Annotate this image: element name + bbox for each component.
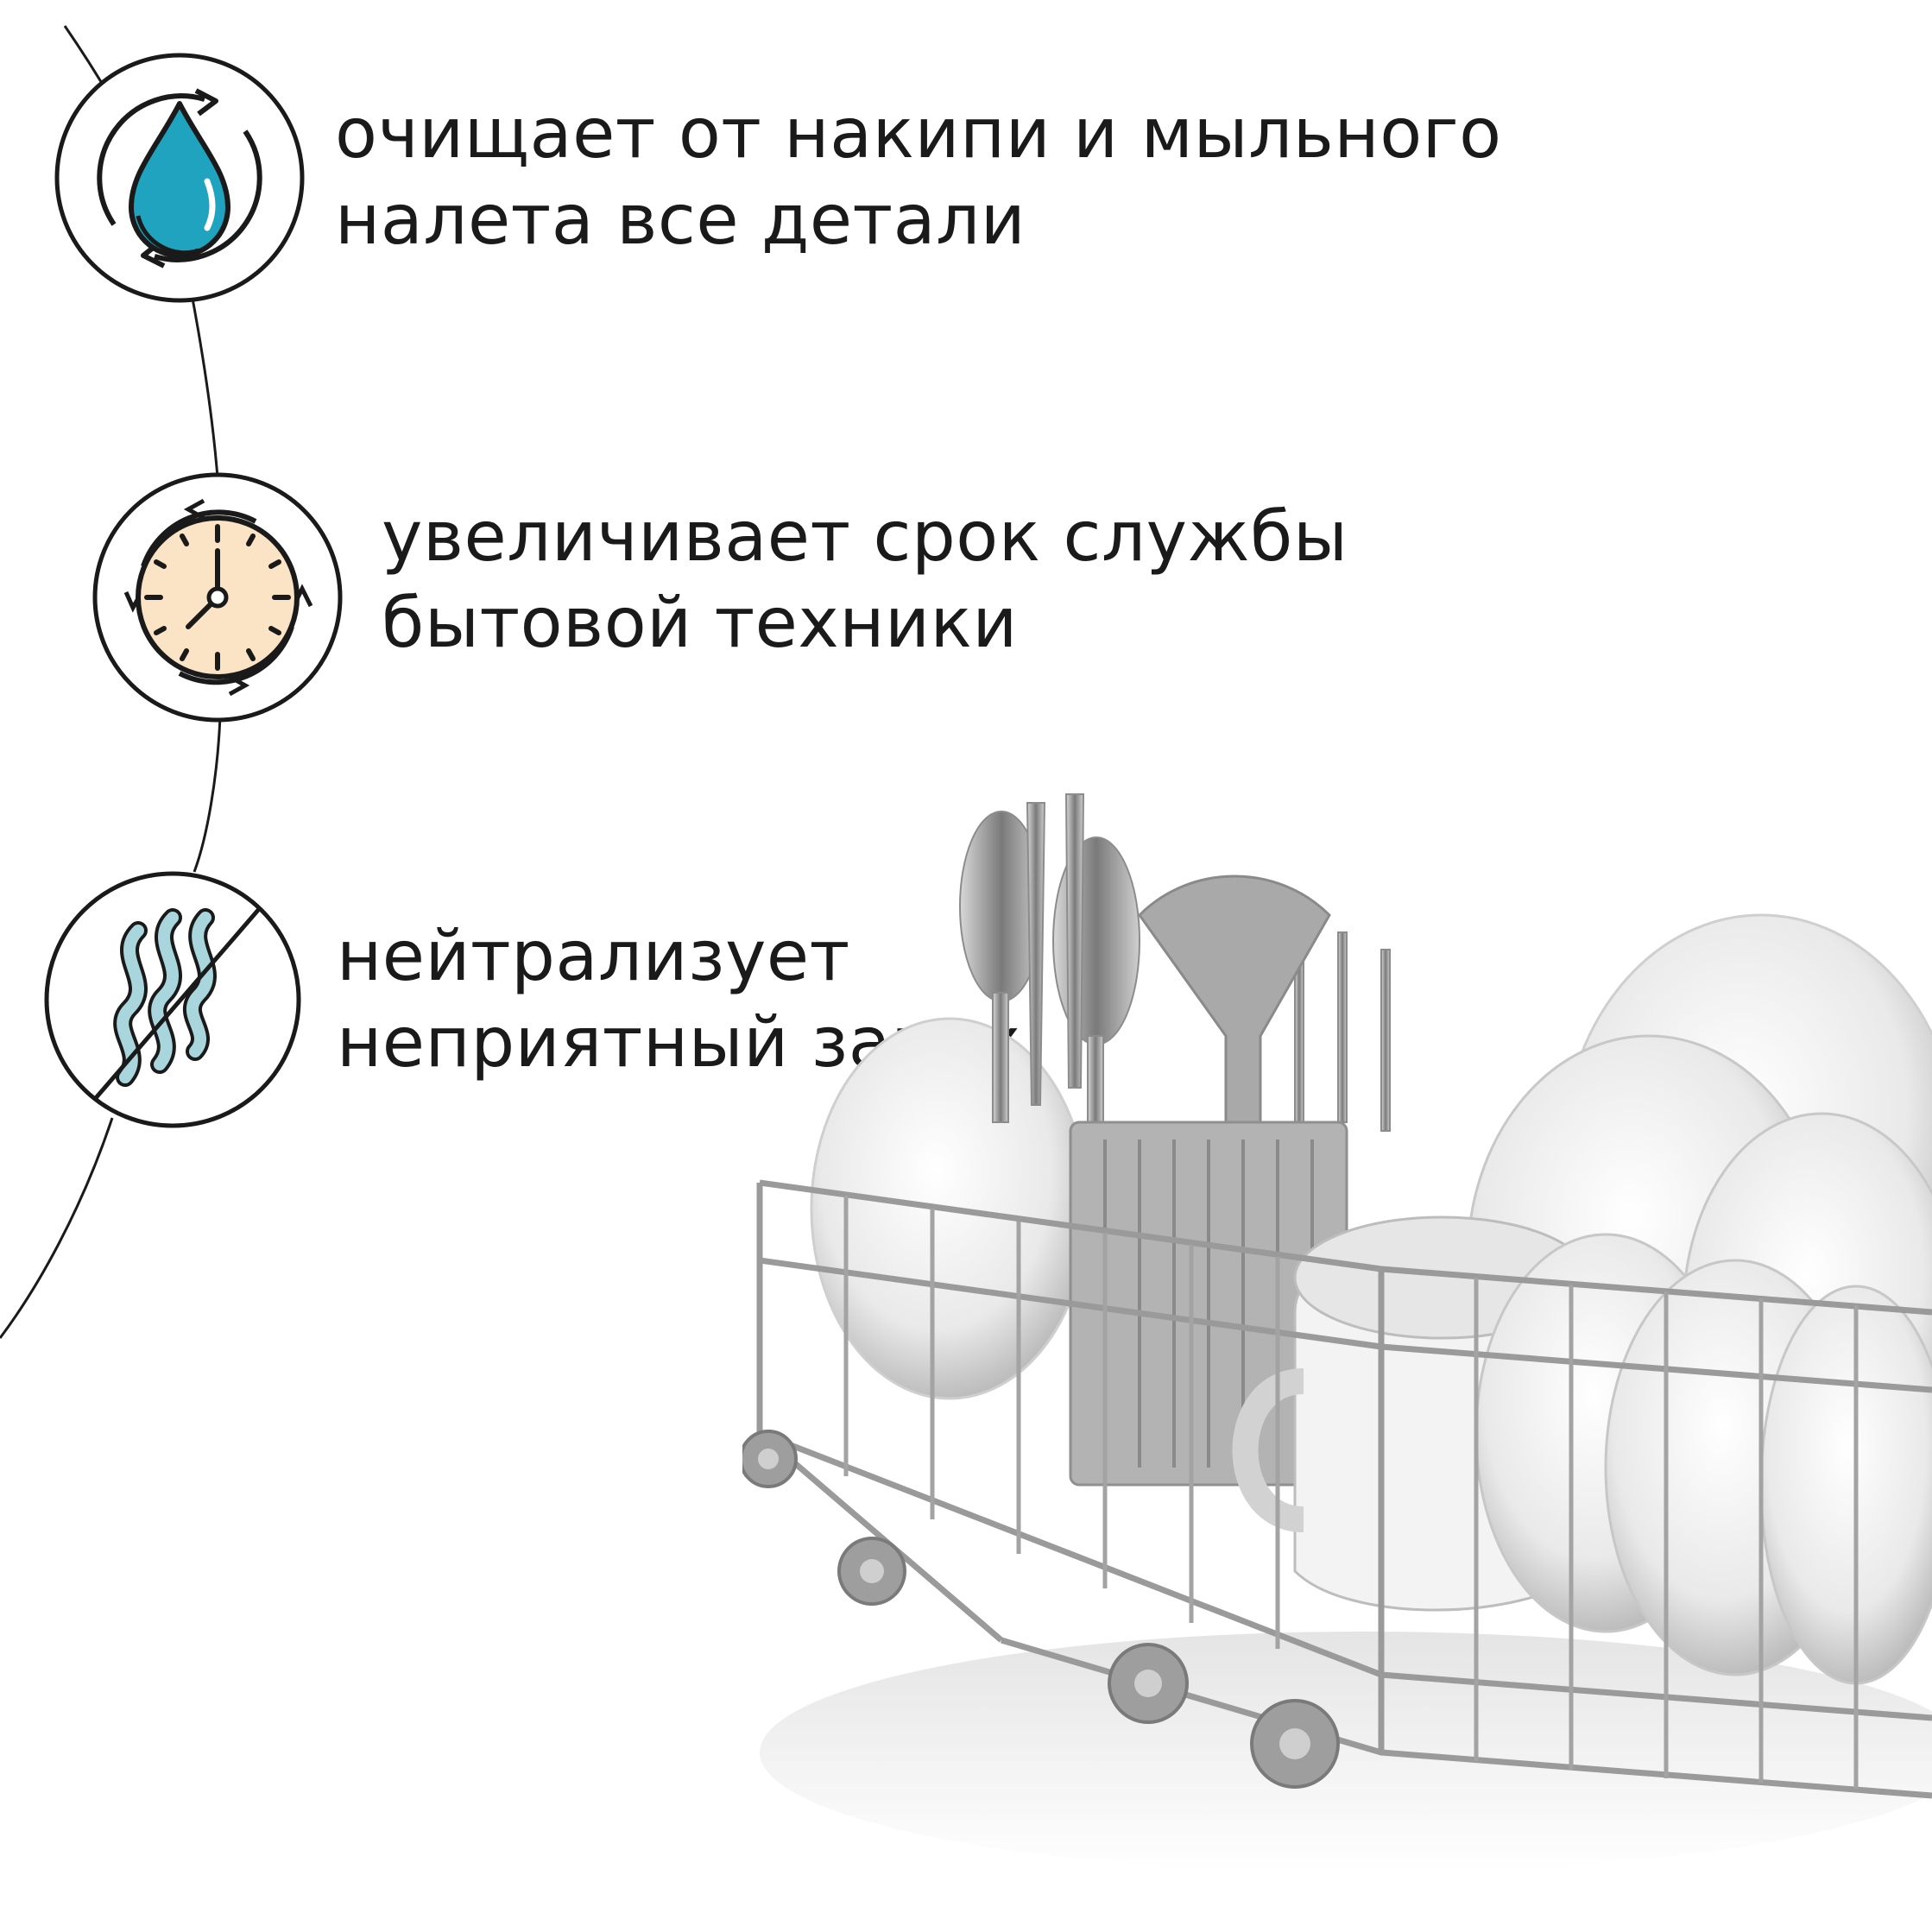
benefit-text-longevity: увеличивает срок службы бытовой техники xyxy=(382,494,1348,666)
benefit-line: налета все детали xyxy=(335,180,1026,260)
benefit-line: нейтрализует xyxy=(337,916,850,996)
benefit-text-odor: нейтрализует неприятный запах xyxy=(337,913,1020,1086)
clock-cycle-icon xyxy=(92,472,343,723)
no-odor-icon xyxy=(44,871,301,1128)
benefit-line: увеличивает срок службы xyxy=(382,496,1348,577)
benefit-text-descaling: очищает от накипи и мыльного налета все … xyxy=(335,91,1502,263)
dishwasher-rack-image xyxy=(742,793,1932,1873)
water-drop-cycle-icon xyxy=(54,53,305,303)
benefit-line: бытовой техники xyxy=(382,583,1018,663)
benefit-line: очищает от накипи и мыльного xyxy=(335,93,1502,174)
